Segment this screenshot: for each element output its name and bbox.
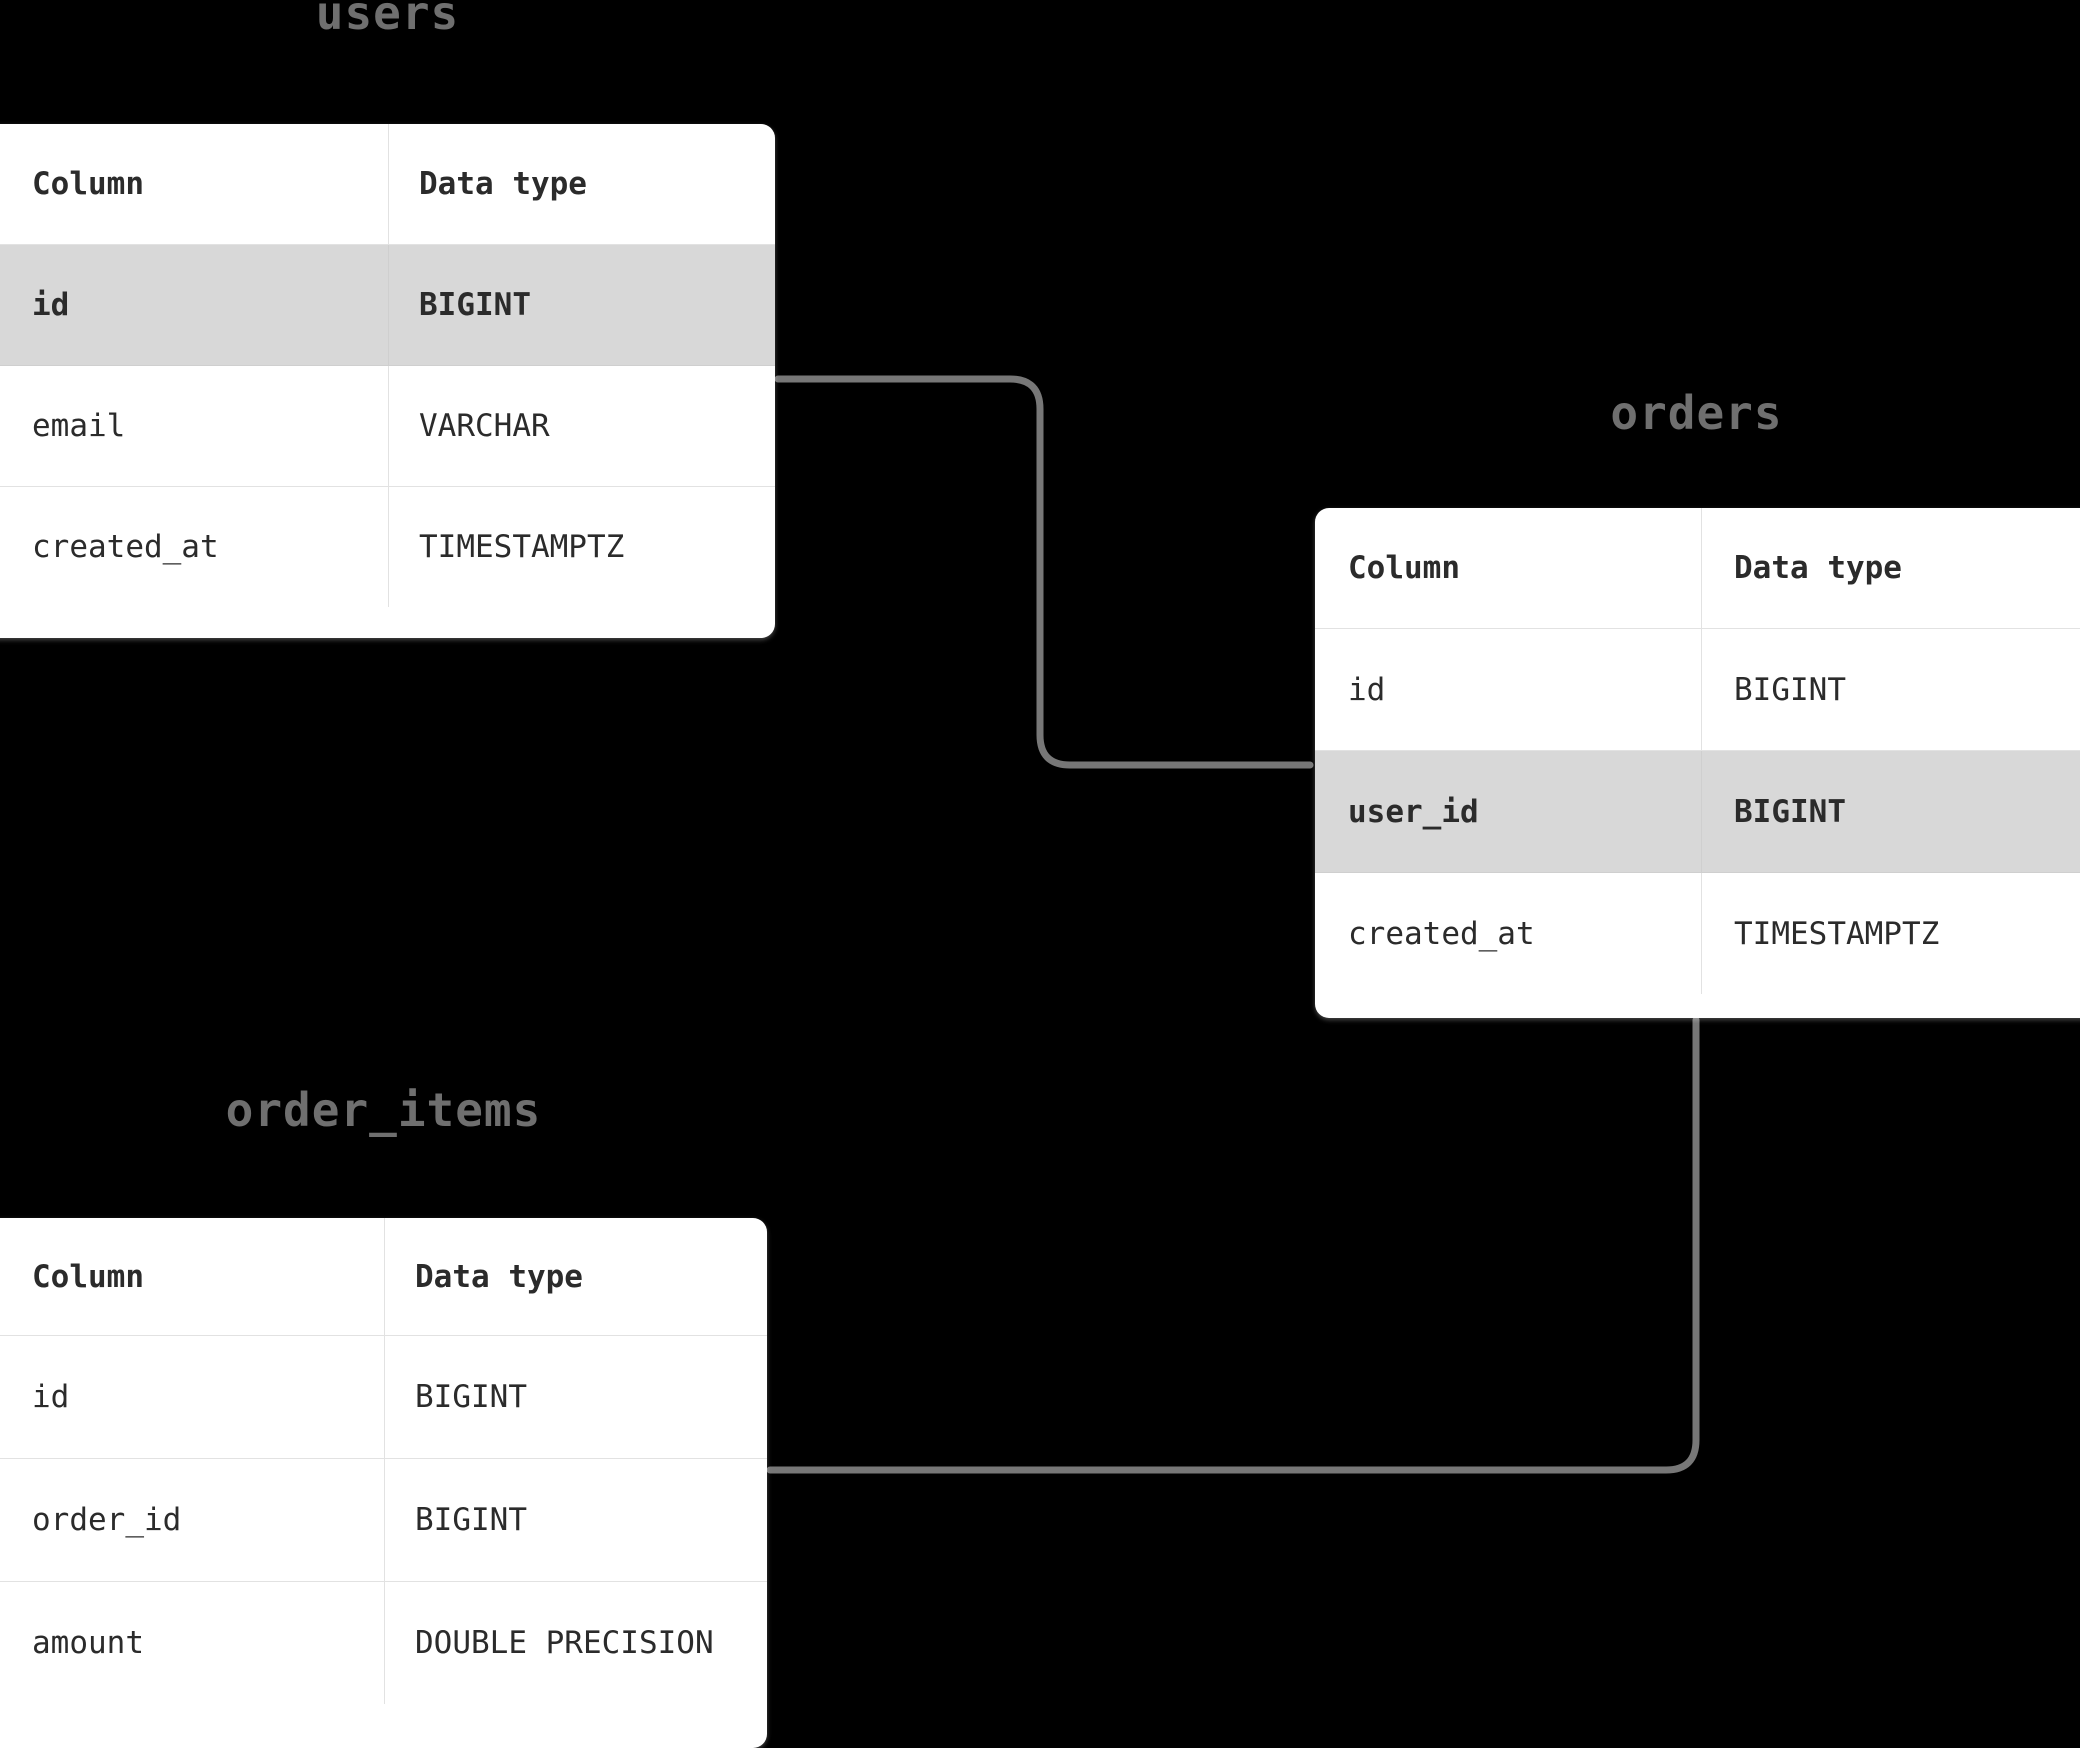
table-title-order-items: order_items <box>225 1083 542 1137</box>
column-type-cell: DOUBLE PRECISION <box>384 1582 767 1704</box>
table-row[interactable]: id BIGINT <box>0 1335 767 1458</box>
column-type-cell: BIGINT <box>384 1336 767 1458</box>
column-type-cell: TIMESTAMPTZ <box>1701 873 2080 994</box>
table-title-users: users <box>315 0 460 40</box>
header-cell-data-type: Data type <box>1701 508 2080 628</box>
table-header-row: Column Data type <box>0 124 775 244</box>
table-row[interactable]: id BIGINT <box>0 244 775 365</box>
edge-orders-order-items <box>766 1016 1700 1474</box>
table-card-orders[interactable]: Column Data type id BIGINT user_id BIGIN… <box>1315 508 2080 1018</box>
column-name-cell: id <box>32 287 70 323</box>
edge-users-orders <box>774 375 1314 769</box>
table-card-users[interactable]: Column Data type id BIGINT email VARCHAR… <box>0 124 775 638</box>
column-name-cell: email <box>32 408 126 444</box>
column-name-cell: id <box>32 1379 70 1415</box>
table-row[interactable]: amount DOUBLE PRECISION <box>0 1581 767 1704</box>
table-row[interactable]: id BIGINT <box>1315 628 2080 750</box>
column-type-cell: TIMESTAMPTZ <box>388 487 775 607</box>
header-cell-data-type: Data type <box>384 1218 767 1335</box>
column-name-cell: user_id <box>1348 793 1479 830</box>
table-card-order-items[interactable]: Column Data type id BIGINT order_id BIGI… <box>0 1218 767 1748</box>
header-cell-column: Column <box>32 1258 144 1295</box>
column-type-cell: BIGINT <box>388 245 775 365</box>
table-row[interactable]: created_at TIMESTAMPTZ <box>1315 872 2080 994</box>
column-name-cell: amount <box>32 1625 144 1661</box>
column-type-cell: BIGINT <box>1701 751 2080 872</box>
table-title-orders: orders <box>1610 386 1783 440</box>
column-name-cell: id <box>1348 671 1386 708</box>
header-cell-data-type: Data type <box>388 124 775 244</box>
column-type-cell: BIGINT <box>1701 629 2080 750</box>
column-name-cell: created_at <box>32 529 219 565</box>
table-row[interactable]: email VARCHAR <box>0 365 775 486</box>
column-name-cell: order_id <box>32 1502 182 1538</box>
table-header-row: Column Data type <box>1315 508 2080 628</box>
table-row[interactable]: created_at TIMESTAMPTZ <box>0 486 775 607</box>
table-row[interactable]: user_id BIGINT <box>1315 750 2080 872</box>
column-type-cell: VARCHAR <box>388 366 775 486</box>
header-cell-column: Column <box>1348 550 1460 586</box>
column-name-cell: created_at <box>1348 915 1535 952</box>
table-header-row: Column Data type <box>0 1218 767 1335</box>
table-row[interactable]: order_id BIGINT <box>0 1458 767 1581</box>
column-type-cell: BIGINT <box>384 1459 767 1581</box>
header-cell-column: Column <box>32 166 144 202</box>
